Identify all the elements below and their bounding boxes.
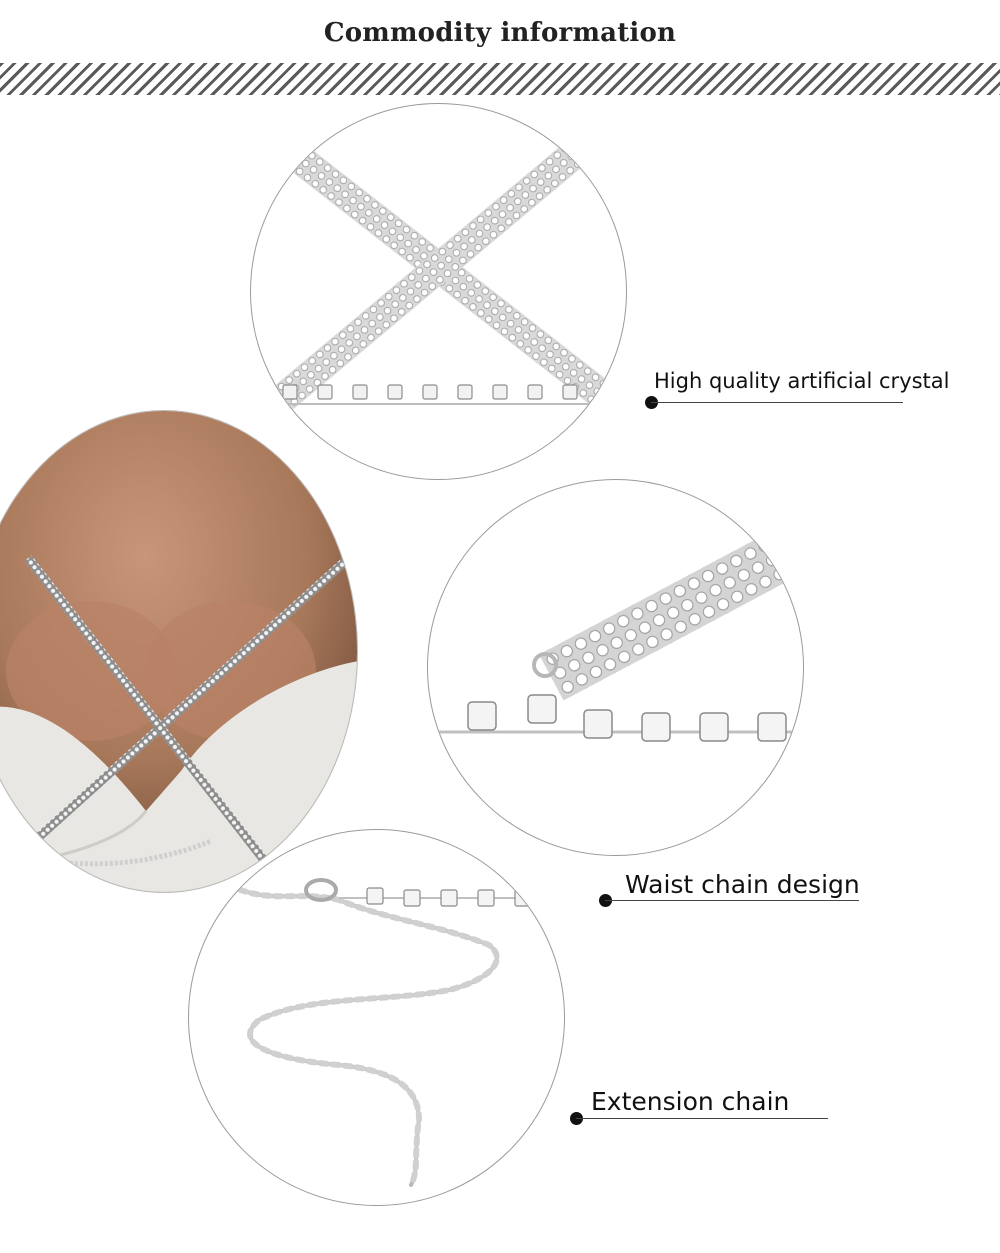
extension-chain-image [188,829,565,1206]
crossed-crystal-straps-image [250,103,627,480]
crystal-clasp-image [427,479,804,856]
diagonal-stripe-divider [0,63,1000,95]
callout-underline [651,402,903,403]
feature-label-extension-chain: Extension chain [591,1087,790,1116]
feature-label-waist-chain: Waist chain design [625,870,860,899]
model-wearing-harness-image [0,410,358,893]
feature-label-crystal: High quality artificial crystal [654,369,950,393]
page-title: Commodity information [323,18,677,48]
callout-underline [576,1118,828,1119]
callout-underline [605,900,859,901]
